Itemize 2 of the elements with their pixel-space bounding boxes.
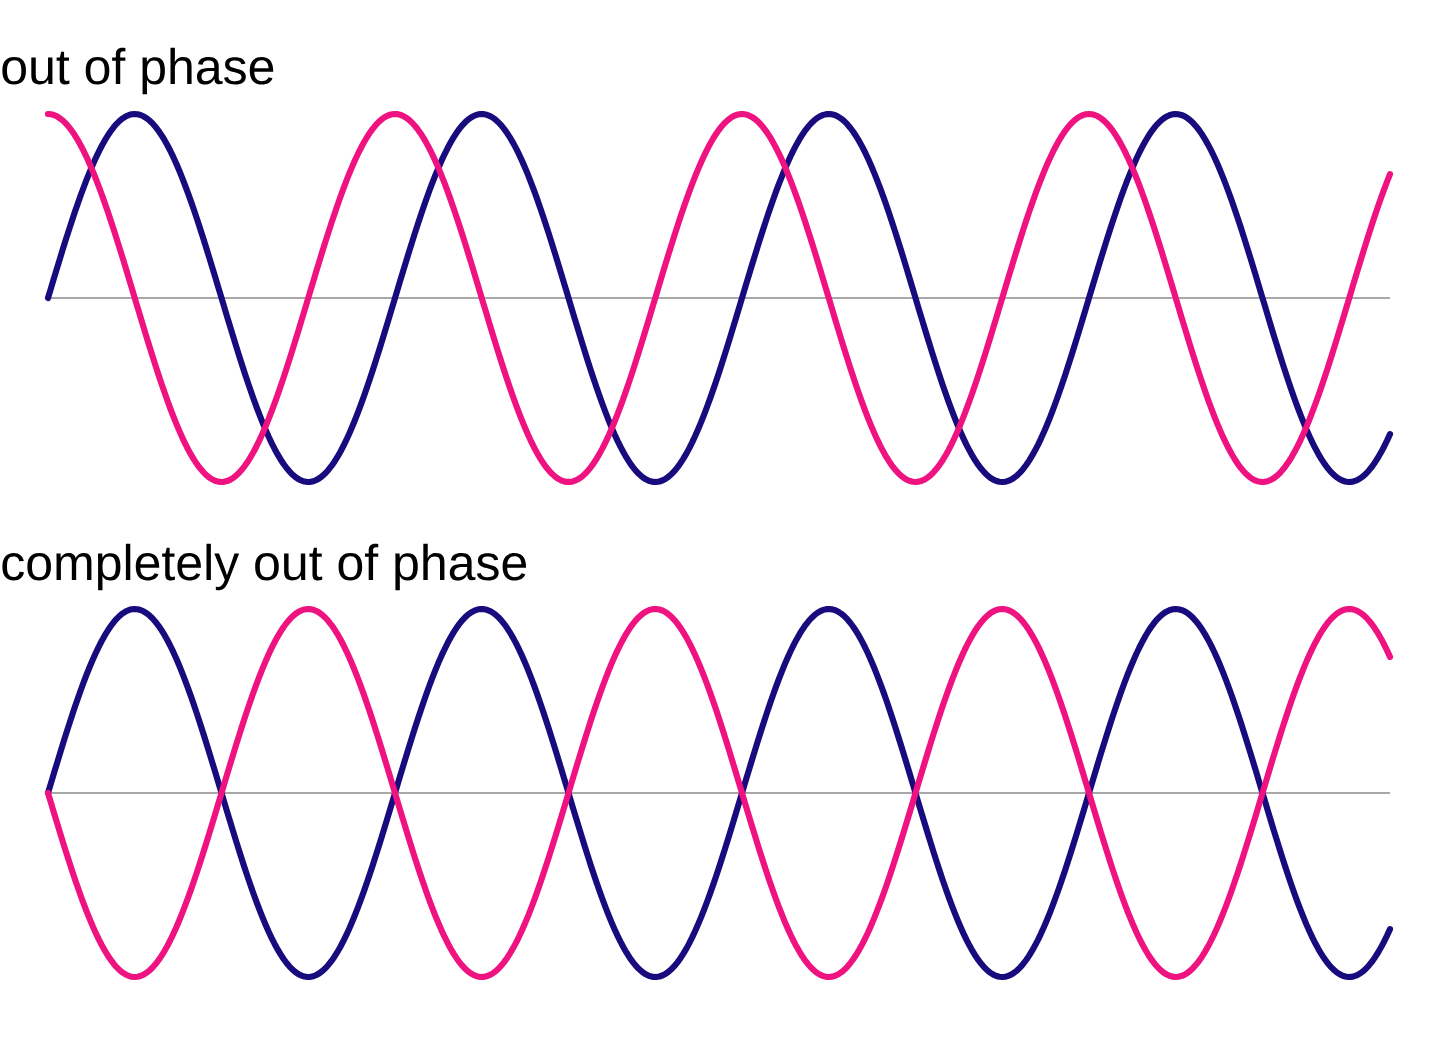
panel-title: completely out of phase [2, 543, 527, 591]
panel-title: out of phase [2, 47, 274, 95]
